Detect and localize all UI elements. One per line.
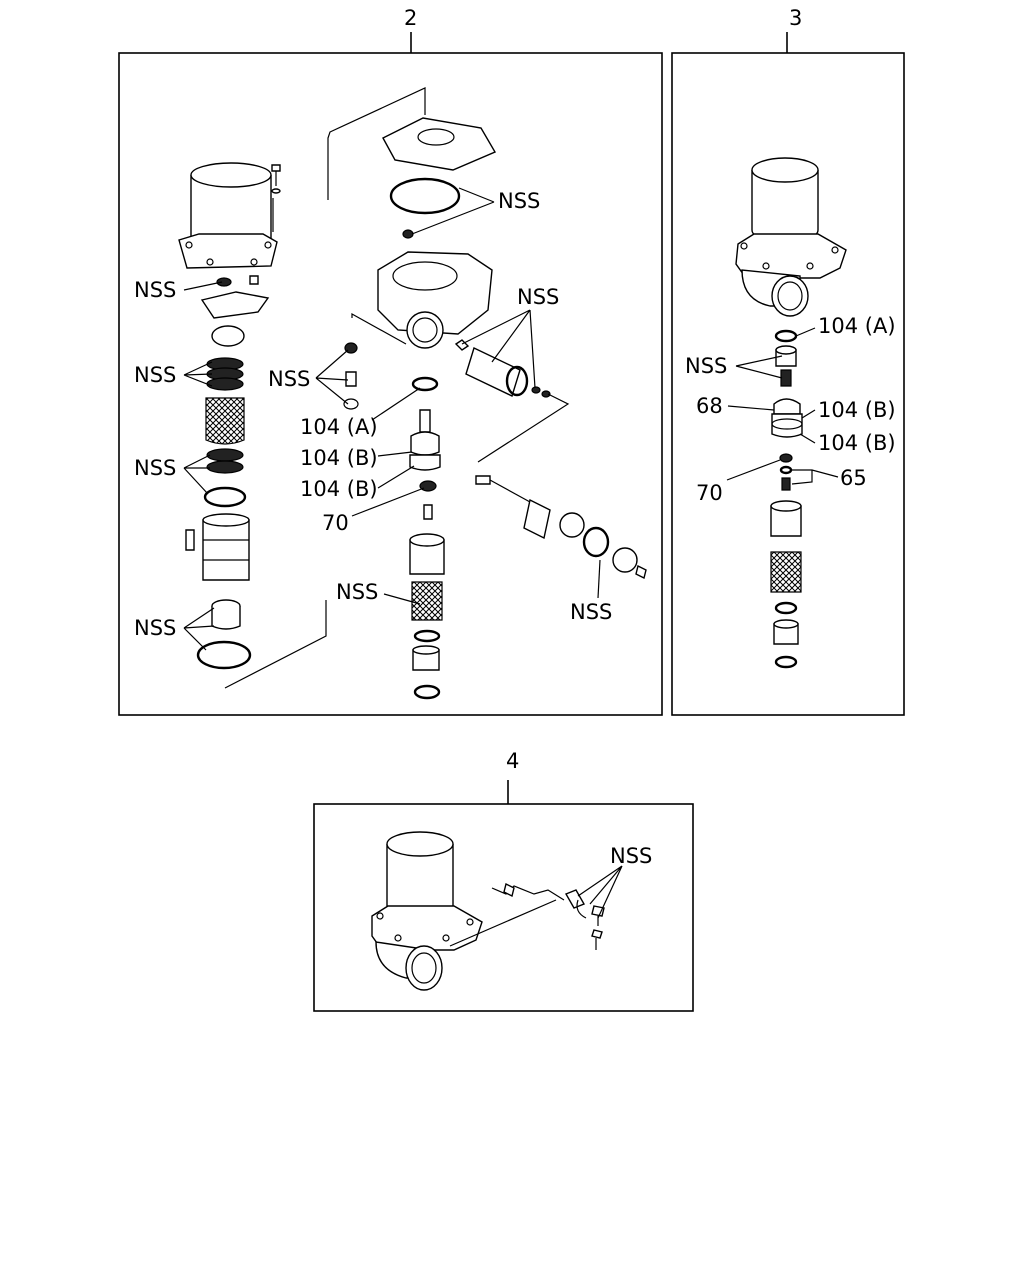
view-3-frame [671, 52, 905, 716]
valve-body-exploded [224, 87, 647, 700]
label-68: 68 [696, 394, 723, 418]
label-nss-8: NSS [336, 580, 378, 604]
view-3-leaders [726, 327, 839, 485]
label-nss-v4: NSS [610, 844, 652, 868]
view-4-leaders [577, 865, 623, 919]
label-nss-1: NSS [134, 278, 176, 302]
label-nss-5: NSS [498, 189, 540, 213]
label-104b-2: 104 (B) [300, 477, 378, 501]
label-104b-1: 104 (B) [300, 446, 378, 470]
label-70-v3: 70 [696, 481, 723, 505]
view-4-number: 4 [506, 749, 519, 773]
view-3: 3 [671, 6, 905, 716]
label-nss-7: NSS [268, 367, 310, 391]
label-104a: 104 (A) [300, 415, 378, 439]
dryer-assembly-view-4 [371, 831, 605, 991]
label-nss-v3: NSS [685, 354, 727, 378]
label-104b-v3-2: 104 (B) [818, 431, 896, 455]
view-2: 2 [118, 6, 663, 716]
dryer-cartridge-exploded [178, 162, 281, 670]
label-104a-v3: 104 (A) [818, 314, 896, 338]
view-3-number: 3 [789, 6, 802, 30]
view-2-leaders [183, 187, 601, 651]
label-nss-4: NSS [134, 616, 176, 640]
label-nss-2: NSS [134, 363, 176, 387]
label-nss-3: NSS [134, 456, 176, 480]
dryer-assembly-view-3 [735, 157, 847, 669]
label-70: 70 [322, 511, 349, 535]
label-nss-9: NSS [570, 600, 612, 624]
view-2-number: 2 [404, 6, 417, 30]
label-nss-6: NSS [517, 285, 559, 309]
view-4: 4 NSS [313, 749, 694, 1012]
label-104b-v3-1: 104 (B) [818, 398, 896, 422]
label-65: 65 [840, 466, 867, 490]
view-4-frame [313, 803, 694, 1012]
view-2-frame [118, 52, 663, 716]
